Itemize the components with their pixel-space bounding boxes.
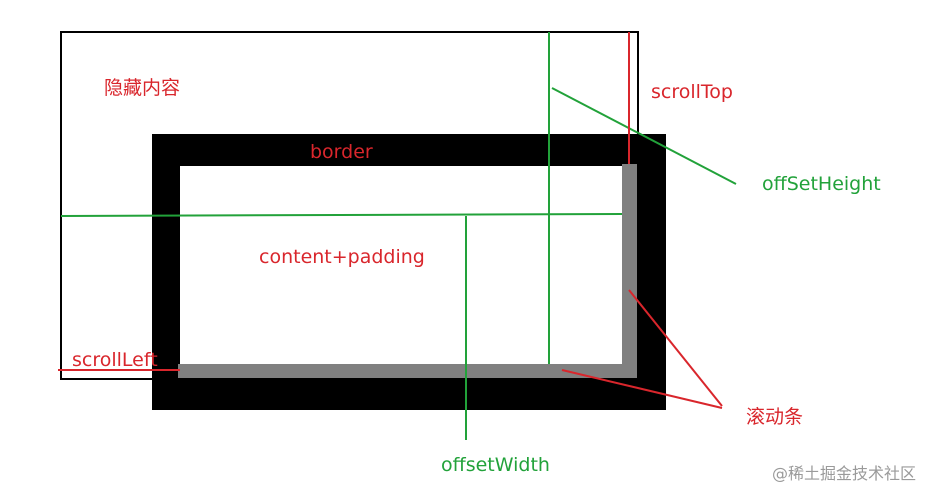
scrollbar-leader-vertical bbox=[628, 289, 723, 407]
label-border: border bbox=[310, 141, 373, 163]
label-content-padding: content+padding bbox=[259, 246, 425, 268]
horizontal-guide-line bbox=[60, 213, 623, 217]
scrollbar-leader-horizontal bbox=[561, 369, 723, 409]
label-scroll-top: scrollTop bbox=[651, 81, 733, 103]
offset-height-leader bbox=[551, 87, 737, 185]
horizontal-scrollbar bbox=[178, 364, 636, 378]
watermark: @稀土掘金技术社区 bbox=[771, 464, 916, 483]
vertical-scrollbar bbox=[622, 164, 637, 378]
label-scroll-left: scrollLeft bbox=[72, 349, 158, 371]
label-offset-width: offsetWidth bbox=[441, 454, 550, 476]
label-hidden-content: 隐藏内容 bbox=[104, 77, 180, 99]
label-offset-height: offSetHeight bbox=[762, 173, 881, 195]
label-scrollbar: 滚动条 bbox=[746, 406, 803, 428]
